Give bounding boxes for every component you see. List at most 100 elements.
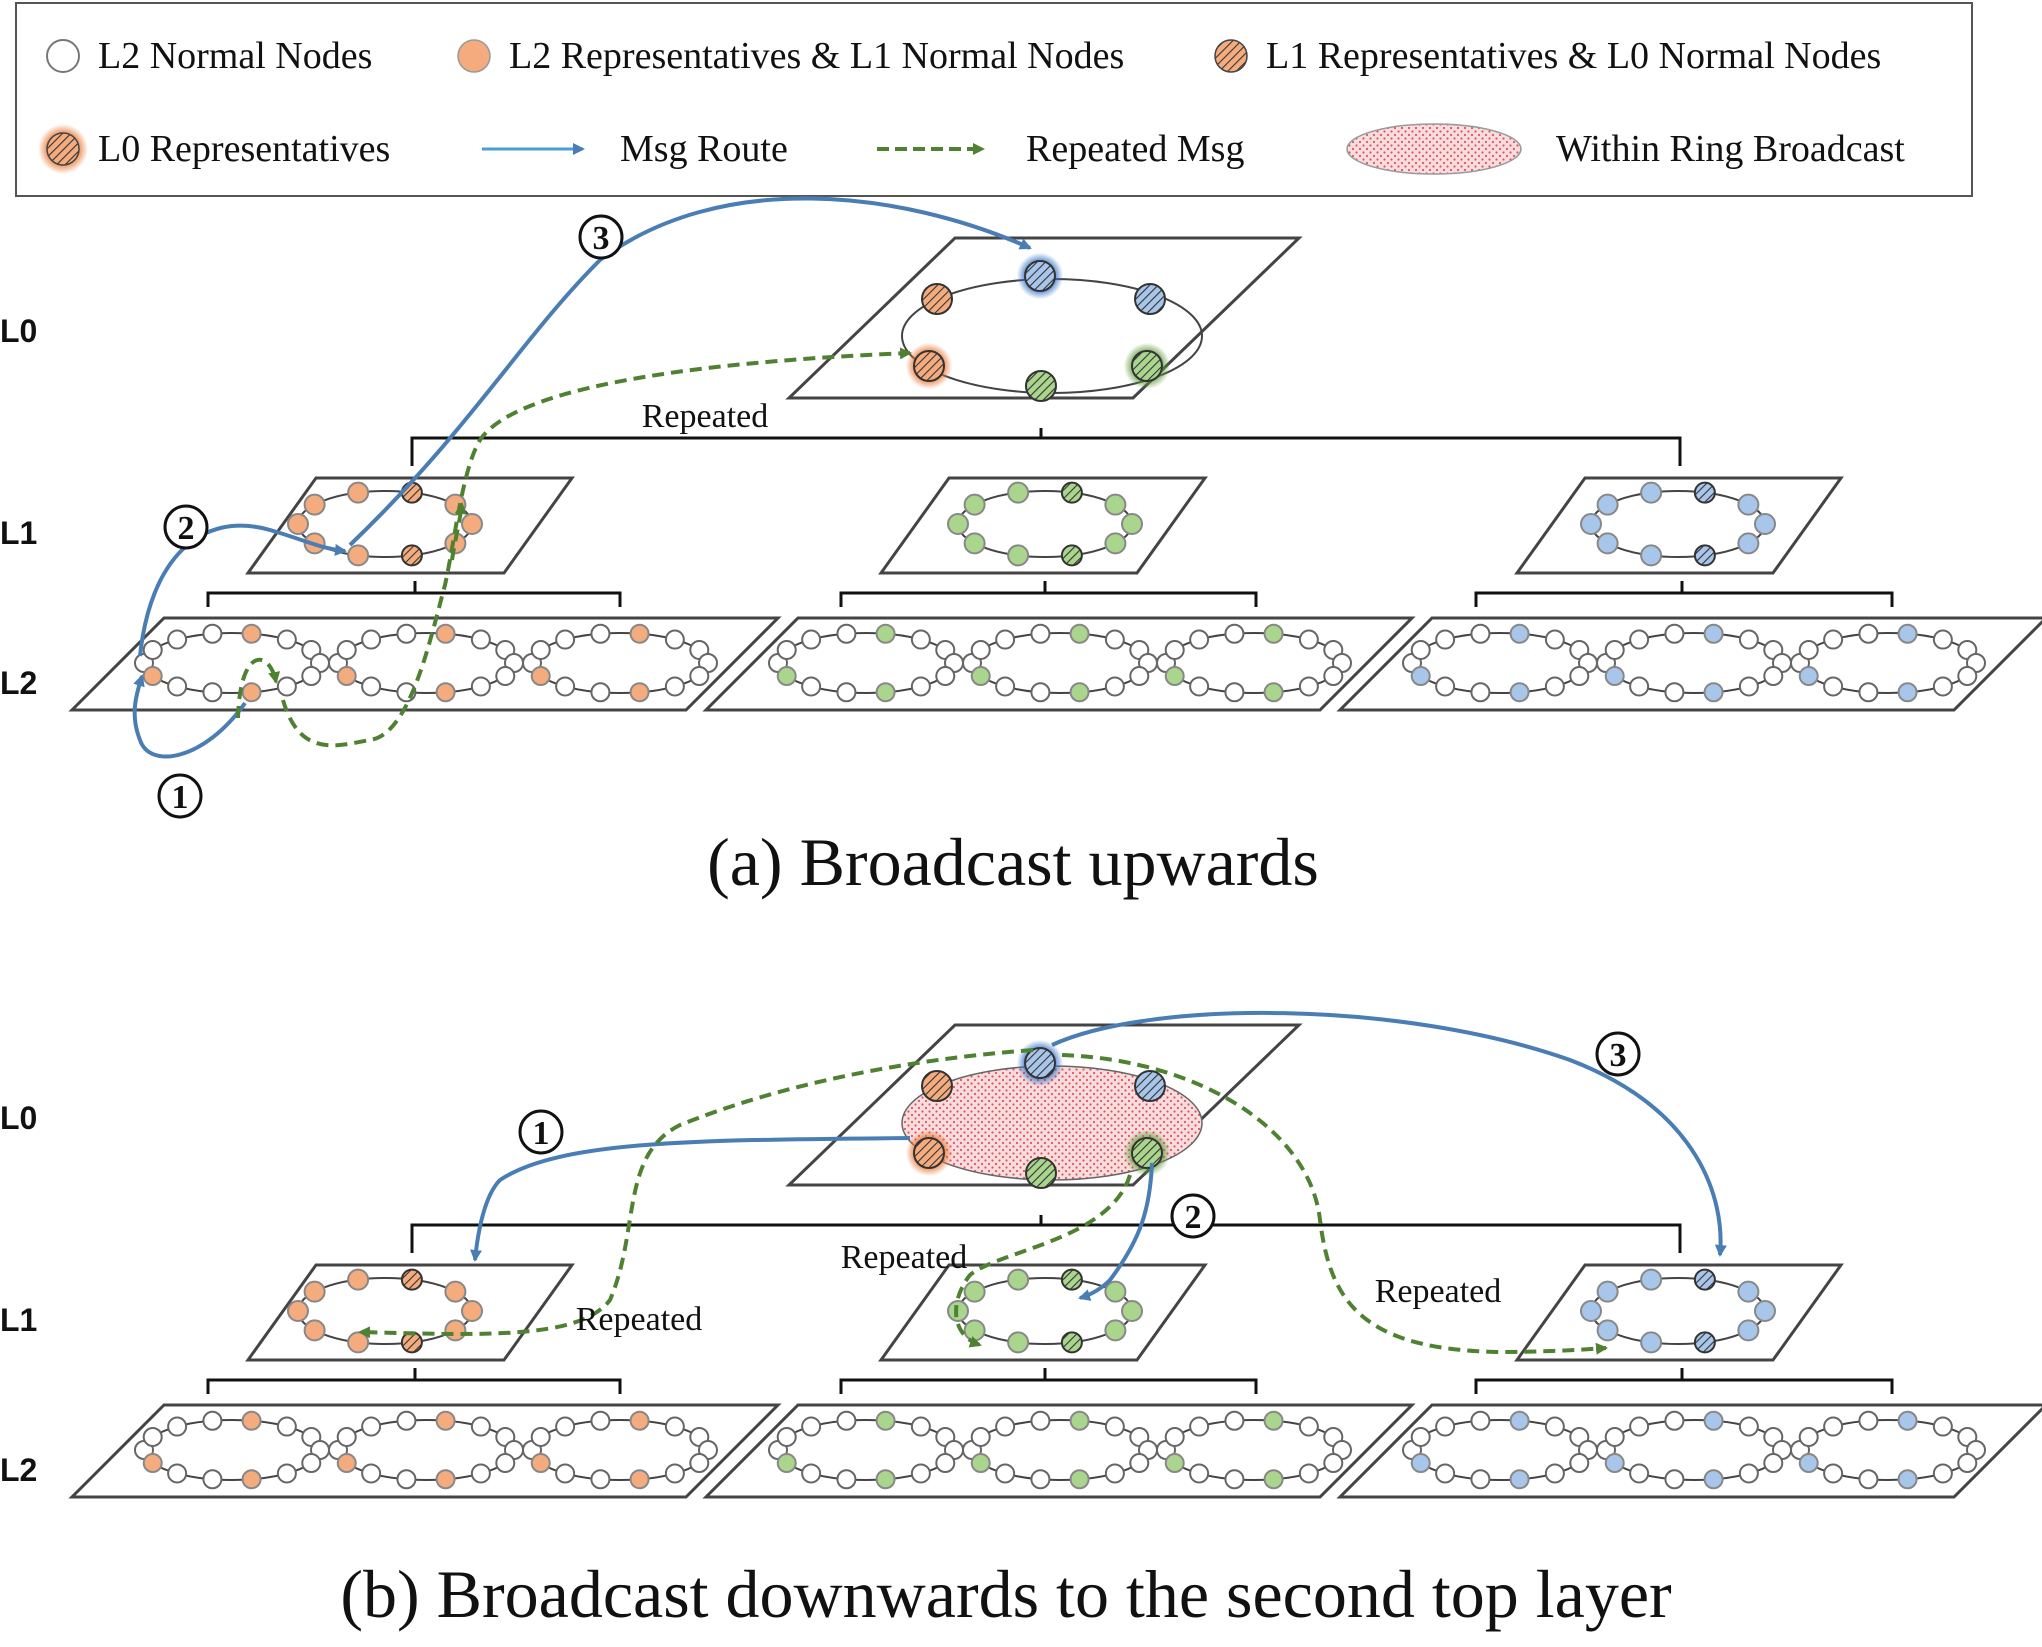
l2-ring-orange-node <box>167 1416 188 1437</box>
repeated-to-l1 <box>450 502 467 561</box>
l2-ring-orange-rep-node <box>241 1410 262 1431</box>
l1-ring-orange-l1-rep-node <box>400 1331 423 1354</box>
repeated-label-b2: Repeated <box>841 1239 968 1276</box>
l2-ring-green-node <box>995 676 1016 697</box>
l2-ring-orange-node <box>361 676 382 697</box>
legend-ring-broadcast-label: Within Ring Broadcast <box>1556 128 1905 170</box>
legend-frame <box>15 2 1973 197</box>
l2-ring-orange-node <box>530 639 551 660</box>
l2-ring-green-node <box>970 1426 991 1447</box>
l2-ring-green-node <box>836 682 857 703</box>
l2-ring-blue-node <box>1470 623 1491 644</box>
l2-ring-orange-rep-node <box>241 623 262 644</box>
l2-ring-green-node <box>1030 1469 1051 1490</box>
l2-ring-blue-node <box>1763 666 1784 687</box>
l2-ring-orange-node <box>142 639 163 660</box>
l1-ring-green-node <box>1104 532 1127 555</box>
l2-ring-orange-node <box>301 1453 322 1474</box>
l1-ring-blue-node <box>1754 513 1776 535</box>
l2-ring-green-rep-node <box>1069 682 1090 703</box>
l2-ring-green-rep-node <box>1164 1453 1185 1474</box>
l1-ring-green-node <box>963 532 986 555</box>
l2-ring-green-node <box>1164 1426 1185 1447</box>
l2-ring-green-rep-node <box>875 1410 896 1431</box>
l2-ring-orange-node <box>590 1469 611 1490</box>
l2-ring-blue-node <box>1664 1469 1685 1490</box>
repeated-up-path <box>281 347 912 748</box>
l2-ring-orange-node <box>361 1416 382 1437</box>
l2-ring-blue-node <box>1823 629 1844 650</box>
l2-ring-green-node <box>1129 666 1150 687</box>
l2-ring-orange-node <box>361 629 382 650</box>
l2-ring-blue-node <box>1410 1426 1431 1447</box>
route-down-3 <box>1051 1010 1727 1257</box>
l2-representative-swatch <box>457 39 491 73</box>
l2-ring-green-node <box>836 1469 857 1490</box>
l2-ring-blue-node <box>1738 676 1759 697</box>
l2-ring-green-node <box>776 639 797 660</box>
l1-ring-green-l1-rep-node <box>1060 1268 1083 1291</box>
l2-ring-orange-node <box>530 1426 551 1447</box>
l2-ring-blue-node <box>1435 1463 1456 1484</box>
l2-ring-green-node <box>801 1416 822 1437</box>
l2-ring-blue-rep-node <box>1604 1453 1625 1474</box>
l2-ring-green-node <box>1030 1410 1051 1431</box>
l2-ring-orange-node <box>470 629 491 650</box>
l2-ring-blue-rep-node <box>1703 623 1724 644</box>
l1-ring-green-node <box>947 513 969 535</box>
plane-l1 <box>878 1263 1208 1362</box>
l2-ring-green-node <box>1224 1410 1245 1431</box>
l2-ring-orange-rep-node <box>629 1410 650 1431</box>
l1-ring-orange-node <box>461 513 483 535</box>
l2-ring-green-rep-node <box>1263 1410 1284 1431</box>
l1-ring-green-node <box>1121 513 1143 535</box>
l2-ring-blue-node <box>1957 666 1978 687</box>
l1-ring-orange-node <box>444 1319 467 1342</box>
l2-ring-green-node <box>1224 682 1245 703</box>
l2-ring-green-node <box>1104 676 1125 697</box>
l1-ring-orange-l1-rep-node <box>400 481 423 504</box>
l0-orange-node <box>921 1070 953 1102</box>
l1-ring-green-node <box>963 493 986 516</box>
l2-ring-green-rep-node <box>1263 623 1284 644</box>
l2-ring-orange-rep-node <box>336 1453 357 1474</box>
l2-ring-green-node <box>910 676 931 697</box>
l2-ring-green-node <box>1224 1469 1245 1490</box>
l1-ring-orange-node <box>461 1300 483 1322</box>
l1-ring-green-node <box>963 1280 986 1303</box>
hierarchy-bracket-l1 <box>1474 1368 1894 1394</box>
l2-ring-green-node <box>1298 1416 1319 1437</box>
legend-l0-rep-label: L0 Representatives <box>98 128 390 170</box>
l2-ring-orange-node <box>555 629 576 650</box>
hierarchy-bracket-l1 <box>206 1368 622 1394</box>
l2-ring-orange-node <box>276 1463 297 1484</box>
l2-ring-orange-node <box>276 676 297 697</box>
l1-ring-blue-node <box>1580 513 1602 535</box>
l2-ring-green-node <box>1298 629 1319 650</box>
l1-ring-green-l1-rep-node <box>1060 1331 1083 1354</box>
repeated-down-2 <box>954 1174 1132 1348</box>
l1-ring-blue-l1-rep-node <box>1693 481 1716 504</box>
l2-ring-blue-node <box>1544 676 1565 697</box>
level-label-l0: L0 <box>0 313 37 349</box>
l2-ring-green-rep-node <box>1263 682 1284 703</box>
l2-ring-orange-node <box>167 629 188 650</box>
l2-ring-green-rep-node <box>1263 1469 1284 1490</box>
l2-ring-green-node <box>910 1463 931 1484</box>
l2-ring-orange-node <box>142 1426 163 1447</box>
step-1-badge: 1 <box>172 779 189 816</box>
step-1-badge-circle <box>157 773 203 819</box>
l2-ring-blue-rep-node <box>1897 1469 1918 1490</box>
caption-b: (b) Broadcast downwards to the second to… <box>340 1556 1672 1632</box>
l2-ring-green-node <box>1323 1453 1344 1474</box>
l2-ring-blue-node <box>1932 676 1953 697</box>
l2-ring-blue-node <box>1798 639 1819 660</box>
l2-ring-blue-rep-node <box>1798 666 1819 687</box>
l2-ring-orange-node <box>689 666 710 687</box>
l1-ring-blue-node <box>1640 544 1663 567</box>
l2-ring-blue-node <box>1569 666 1590 687</box>
l1-ring-blue-node <box>1596 1319 1619 1342</box>
l2-ring-orange-rep-node <box>435 1469 456 1490</box>
l2-ring-orange-node <box>470 1463 491 1484</box>
